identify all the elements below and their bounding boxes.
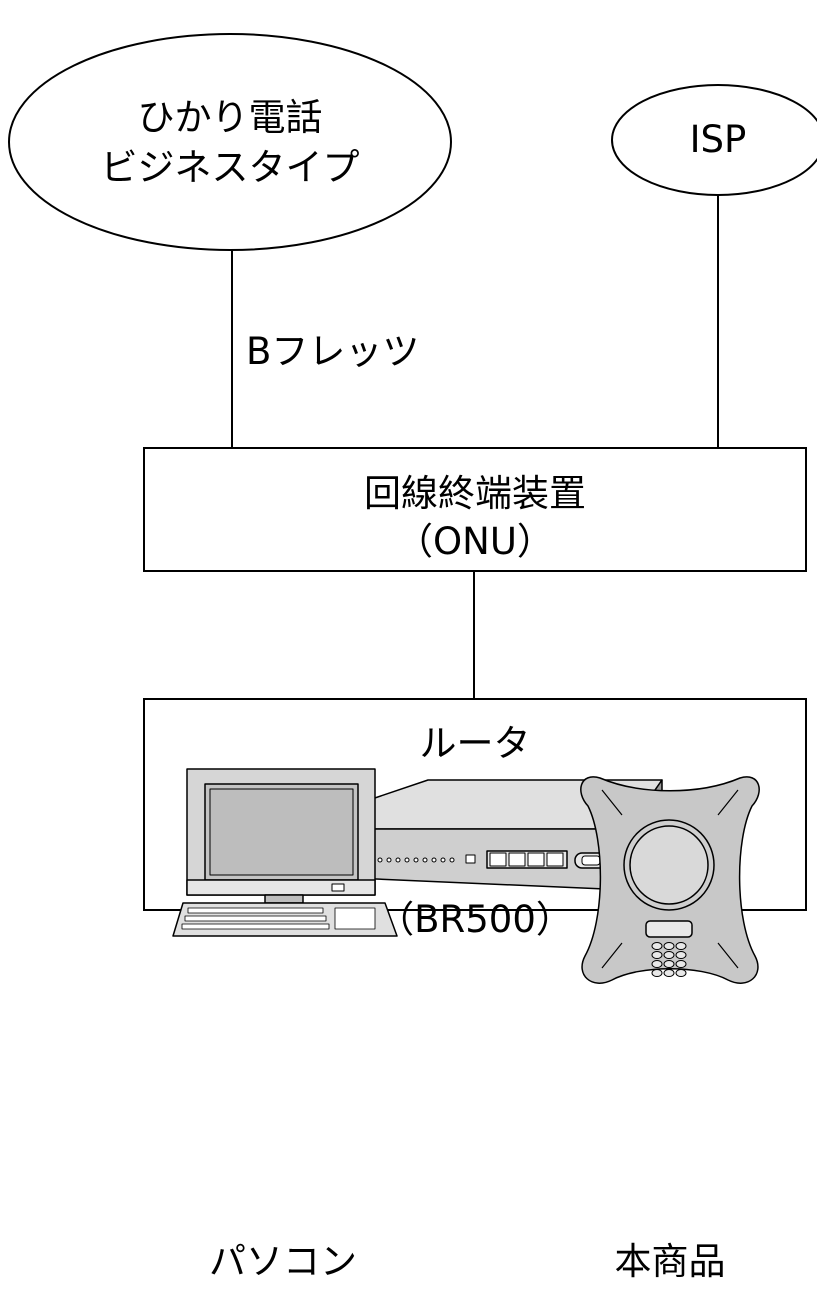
- onu-label-line2: （ONU）: [396, 520, 554, 563]
- onu-label-line1: 回線終端装置: [364, 472, 586, 515]
- pc-illustration: [172, 768, 398, 937]
- isp-label: ISP: [689, 118, 747, 161]
- phone-network-label-line2: ビジネスタイプ: [100, 146, 360, 189]
- onu-box: [143, 447, 807, 572]
- bflets-edge-label: Bフレッツ: [246, 330, 420, 373]
- product-label: 本商品: [614, 1240, 726, 1283]
- phone-network-ellipse: [8, 33, 452, 251]
- phone-network-label-line1: ひかり電話: [137, 96, 323, 139]
- conference-phone-illustration: [580, 776, 760, 984]
- router-model: （BR500）: [377, 898, 573, 941]
- isp-ellipse: [611, 84, 817, 196]
- pc-label: パソコン: [209, 1240, 357, 1283]
- router-title: ルータ: [419, 722, 531, 765]
